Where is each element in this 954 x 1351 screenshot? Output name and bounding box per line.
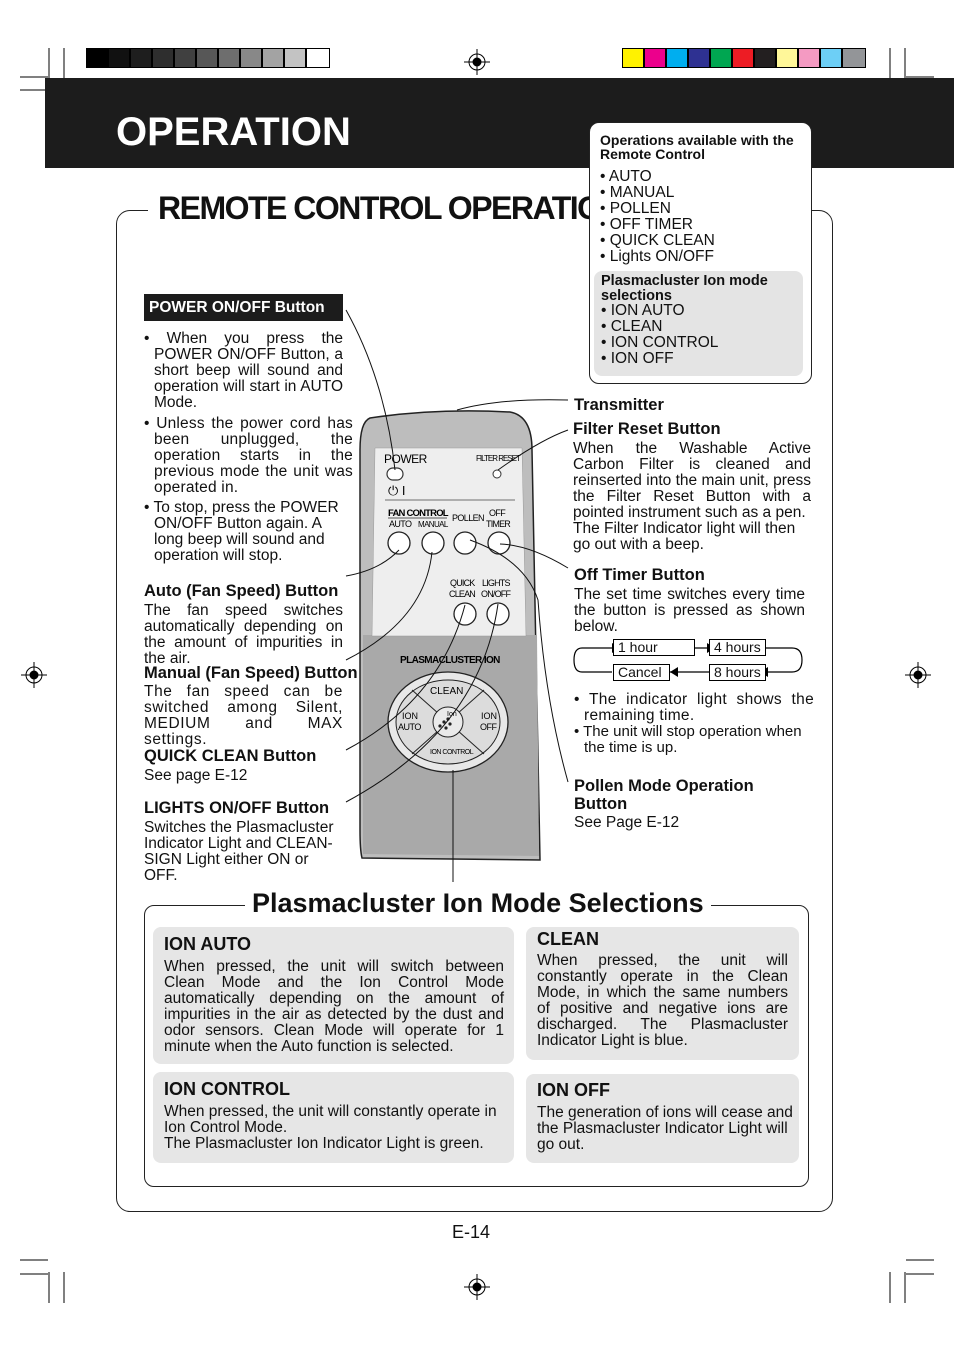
ion-auto-text: When pressed, the unit will switch betwe… (164, 959, 504, 1055)
ion-modes-title: Plasmacluster Ion Mode Selections (245, 888, 711, 919)
clean-title: CLEAN (537, 929, 599, 950)
ion-off-title: ION OFF (537, 1080, 610, 1101)
page-number: E-14 (452, 1222, 490, 1243)
ion-off-text: The generation of ions will cease and th… (537, 1105, 793, 1153)
ion-control-text-2: The Plasmacluster Ion Indicator Light is… (164, 1136, 509, 1152)
clean-text: When pressed, the unit will constantly o… (537, 953, 788, 1049)
ion-auto-title: ION AUTO (164, 934, 251, 955)
ion-control-text: When pressed, the unit will constantly o… (164, 1104, 509, 1136)
ion-control-title: ION CONTROL (164, 1079, 290, 1100)
